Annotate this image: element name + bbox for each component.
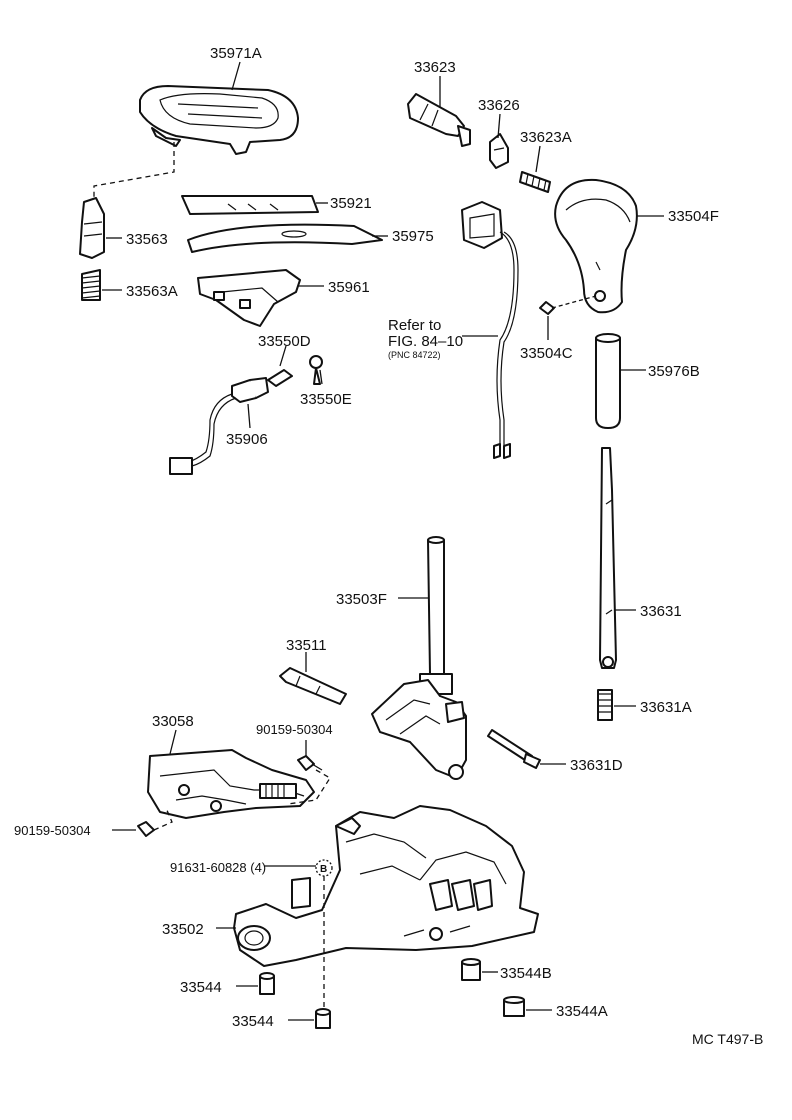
part-33631D-pin <box>487 729 566 769</box>
part-33563A-spring <box>81 269 122 301</box>
part-33544A-bushing <box>503 996 552 1017</box>
label-33503F: 33503F <box>336 591 387 608</box>
label-33504C: 33504C <box>520 345 573 362</box>
label-33502: 33502 <box>162 921 204 938</box>
label-33058: 33058 <box>152 713 194 730</box>
part-35921-plate <box>181 195 328 215</box>
part-33504C-screw <box>539 295 597 340</box>
label-33504F: 33504F <box>668 208 719 225</box>
label-35961: 35961 <box>328 279 370 296</box>
part-33544-bushing-lower <box>288 1008 331 1029</box>
label-33631D: 33631D <box>570 757 623 774</box>
part-33504F-knob <box>554 178 664 314</box>
figure-code: MC T497-B <box>692 1031 763 1047</box>
part-35961-housing <box>197 269 324 327</box>
part-35976B-sleeve <box>595 333 646 429</box>
part-33550D-pin <box>267 345 293 387</box>
label-33623: 33623 <box>414 59 456 76</box>
part-33544-bushing-upper <box>236 972 275 995</box>
part-33626-clip <box>489 113 509 169</box>
part-33550E-screw <box>309 355 323 385</box>
part-90159-bolt-upper <box>287 740 331 805</box>
label-33550D: 33550D <box>258 333 311 350</box>
marker-b-bolt-line <box>264 859 333 1010</box>
marker-b-label: B <box>320 864 327 875</box>
label-35975: 35975 <box>392 228 434 245</box>
part-33511-shaft <box>279 652 347 705</box>
label-35971A: 35971A <box>210 45 262 62</box>
part-33058-lock-assembly <box>147 729 315 819</box>
label-33631A: 33631A <box>640 699 692 716</box>
label-33511: 33511 <box>286 637 327 654</box>
bezel-link-line <box>93 142 175 204</box>
label-33550E: 33550E <box>300 391 352 408</box>
part-33503F-lever <box>371 536 467 780</box>
part-33631-rod <box>599 447 636 669</box>
label-33544B: 33544B <box>500 965 552 982</box>
label-91631: 91631-60828 (4) <box>170 860 266 875</box>
part-35906-switch <box>169 377 269 475</box>
label-33563A: 33563A <box>126 283 178 300</box>
label-90159-left: 90159-50304 <box>14 823 91 838</box>
label-33544-lower: 33544 <box>232 1013 274 1030</box>
part-33623-bulb <box>407 76 471 147</box>
part-33623A-spring <box>519 145 551 193</box>
label-33563: 33563 <box>126 231 168 248</box>
label-33544-upper: 33544 <box>180 979 222 996</box>
part-33502-base-plate <box>216 805 539 967</box>
reference-line-3: (PNC 84722) <box>388 350 441 360</box>
part-90159-bolt-left <box>112 807 173 837</box>
part-35975-cover <box>187 223 388 253</box>
part-33544B-bushing <box>461 958 498 981</box>
label-35921: 35921 <box>330 195 372 212</box>
label-35976B: 35976B <box>648 363 700 380</box>
part-35971A-bezel <box>139 61 299 155</box>
label-33626: 33626 <box>478 97 520 114</box>
label-90159-upper: 90159-50304 <box>256 722 333 737</box>
part-33563-clip <box>79 197 122 259</box>
label-33623A: 33623A <box>520 129 572 146</box>
reference-line-1: Refer to <box>388 317 441 334</box>
label-33631: 33631 <box>640 603 682 620</box>
reference-line-2: FIG. 84–10 <box>388 333 463 350</box>
label-33544A: 33544A <box>556 1003 608 1020</box>
part-33631A-spring <box>597 689 636 721</box>
label-35906: 35906 <box>226 431 268 448</box>
part-harness-cable <box>461 201 519 459</box>
